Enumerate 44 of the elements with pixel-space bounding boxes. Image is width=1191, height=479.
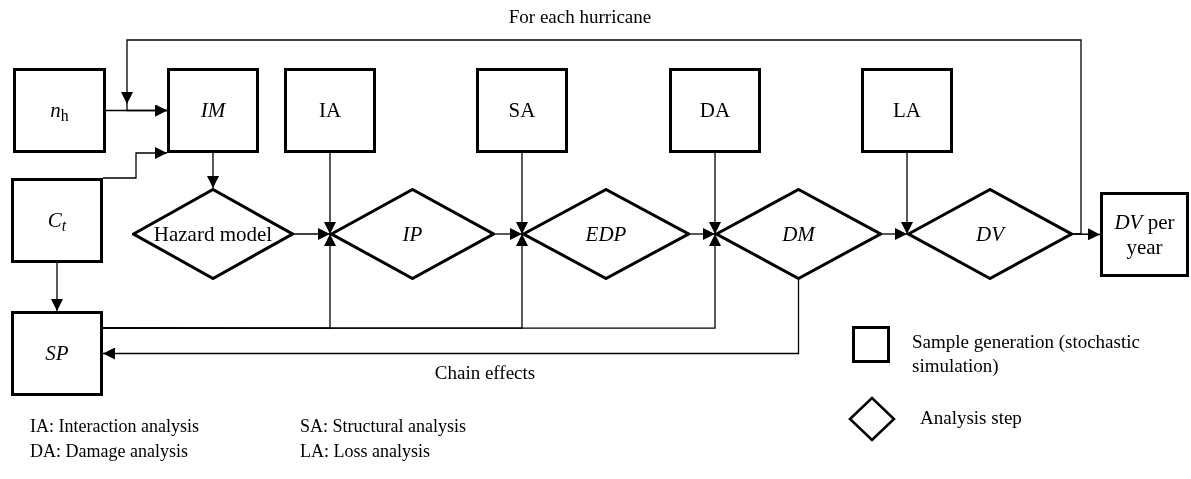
arrow — [709, 152, 721, 235]
process-box — [11, 311, 103, 396]
node-label: SP — [44, 341, 70, 366]
arrow — [121, 39, 1082, 235]
note-text: DA: Damage analysis — [30, 440, 188, 463]
node-label: IM — [199, 98, 227, 123]
arrow — [293, 228, 331, 240]
node-label: EDP — [584, 221, 628, 247]
arrow — [207, 152, 219, 189]
arrow — [881, 228, 908, 240]
arrow — [901, 152, 913, 235]
arrow — [1072, 228, 1101, 241]
node-label: DV per year — [1113, 209, 1176, 260]
process-box — [476, 68, 568, 153]
node-label: Hazard model — [152, 221, 274, 247]
arrow — [51, 262, 63, 312]
arrow — [689, 228, 716, 240]
arrow — [494, 228, 523, 240]
arrow — [102, 233, 721, 329]
process-box — [861, 68, 953, 153]
process-box — [167, 68, 259, 153]
node-label: LA — [892, 98, 922, 123]
process-box — [11, 178, 103, 263]
legend-text: Sample generation (stochastic simulation) — [912, 330, 1141, 378]
node-label: C$_{t}$ — [46, 208, 68, 233]
node-label: DM — [781, 221, 817, 247]
arrow — [324, 152, 336, 235]
note-text: IA: Interaction analysis — [30, 415, 199, 438]
node-label: IP — [401, 221, 424, 247]
node-label: n$_{h}$ — [49, 98, 70, 123]
process-box — [669, 68, 761, 153]
node-label: SA — [507, 98, 537, 123]
process-box — [13, 68, 106, 153]
node-label: IA — [317, 98, 343, 123]
node-label: DA — [698, 98, 732, 123]
process-box — [1100, 192, 1189, 277]
note-text: SA: Structural analysis — [300, 415, 466, 438]
arrow — [516, 152, 528, 235]
node-label: DV — [975, 221, 1007, 247]
process-box — [284, 68, 376, 153]
legend-text: Analysis step — [920, 406, 1023, 430]
arrow — [102, 147, 168, 179]
note-text: LA: Loss analysis — [300, 440, 430, 463]
arrow — [102, 279, 800, 360]
